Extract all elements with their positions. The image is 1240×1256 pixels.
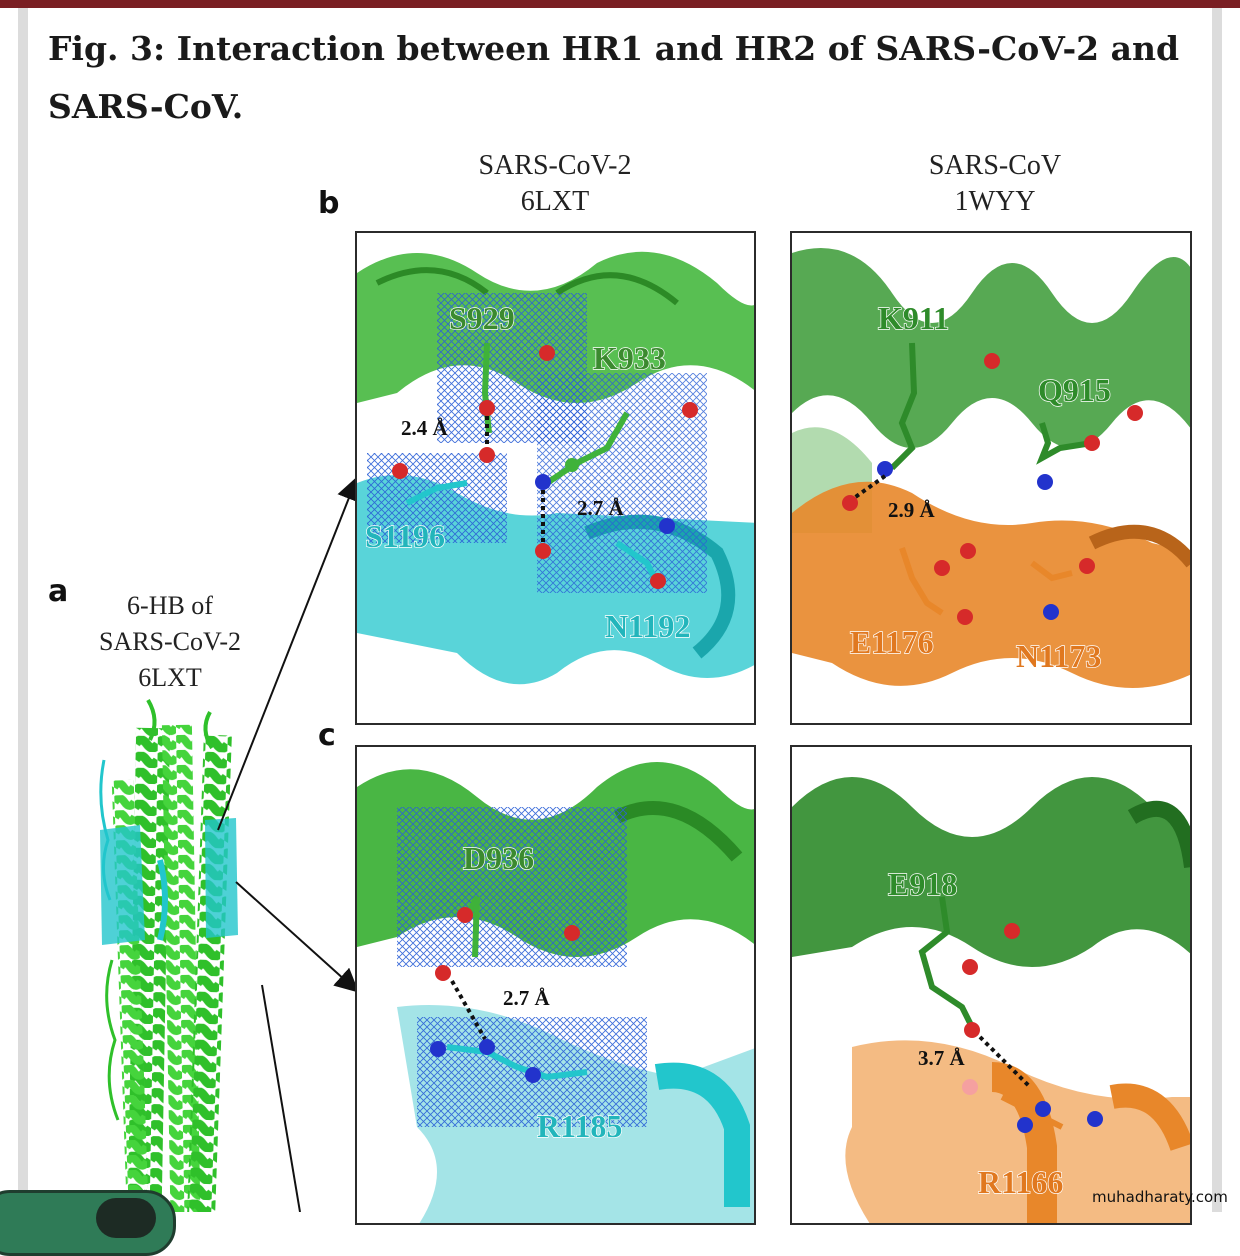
panel-c-sars-cov-2: D936 R1185 2.7 Å [355,745,756,1225]
panel-b-sars-cov: K911 Q915 E1176 N1173 2.9 Å [790,231,1192,725]
hr1-helix [792,777,1190,967]
left-page-rail [18,8,28,1212]
residue-label: N1192 [605,608,690,644]
panel-a-caption: 6-HB of SARS-CoV-2 6LXT [70,588,270,696]
residue-label: R1185 [537,1108,622,1144]
column-header-virus: SARS-CoV [928,150,1062,181]
side-chains [842,342,1143,625]
arrow-to-panel-b [217,476,360,831]
panel-a-caption-line: 6LXT [138,663,202,692]
distance-label: 2.9 Å [888,498,936,522]
residue-label: K933 [593,340,666,376]
panel-letter-c: c [318,718,336,753]
panel-a-caption-line: 6-HB of [127,591,213,620]
six-helix-bundle [99,698,238,1212]
residue-label: S929 [449,300,515,336]
residue-label: D936 [463,840,534,876]
right-page-rail [1212,8,1222,1212]
panel-b-sars-cov-2: S929 K933 S1196 N1192 2.4 Å 2.7 Å [355,231,756,725]
column-header-virus: SARS-CoV-2 [478,150,632,181]
side-chains [392,342,698,589]
residue-label: N1173 [1016,638,1101,674]
density-mesh [537,373,707,593]
residue-label: Q915 [1038,372,1111,408]
column-header-pdb: 6LXT [520,186,590,217]
column-header-pdb: 1WYY [954,186,1036,217]
panel-letter-a: a [48,574,69,609]
density-mesh [367,453,507,543]
distance-label: 3.7 Å [918,1046,966,1070]
top-accent-bar [0,0,1240,8]
arrow-line-lower [261,984,301,1212]
hr2-helix [845,1040,1190,1223]
density-mesh [397,807,627,967]
side-chains [918,896,1103,1133]
distance-label: 2.7 Å [577,496,625,520]
panel-a-bundle-and-arrows [99,476,360,1212]
column-header-sars-cov: SARS-CoV 1WYY [870,148,1120,220]
residue-label: E1176 [850,624,934,660]
panel-letter-b: b [318,186,340,221]
residue-label: E918 [888,866,957,902]
figure-title: Fig. 3: Interaction between HR1 and HR2 … [48,29,1180,126]
column-header-sars-cov-2: SARS-CoV-2 6LXT [430,148,680,220]
badge-icon [96,1198,156,1238]
side-chains [430,895,588,1083]
hr2-helix [792,481,1190,688]
residue-label: S1196 [365,518,445,554]
distance-label: 2.4 Å [401,416,449,440]
arrow-to-panel-c [235,881,359,993]
residue-label: K911 [878,300,949,336]
distance-label: 2.7 Å [503,986,551,1010]
residue-label: R1166 [978,1164,1063,1200]
panel-c-sars-cov: E918 R1166 3.7 Å [790,745,1192,1225]
panel-a-caption-line: SARS-CoV-2 [98,627,242,656]
watermark-text: muhadharaty.com [1092,1188,1228,1206]
